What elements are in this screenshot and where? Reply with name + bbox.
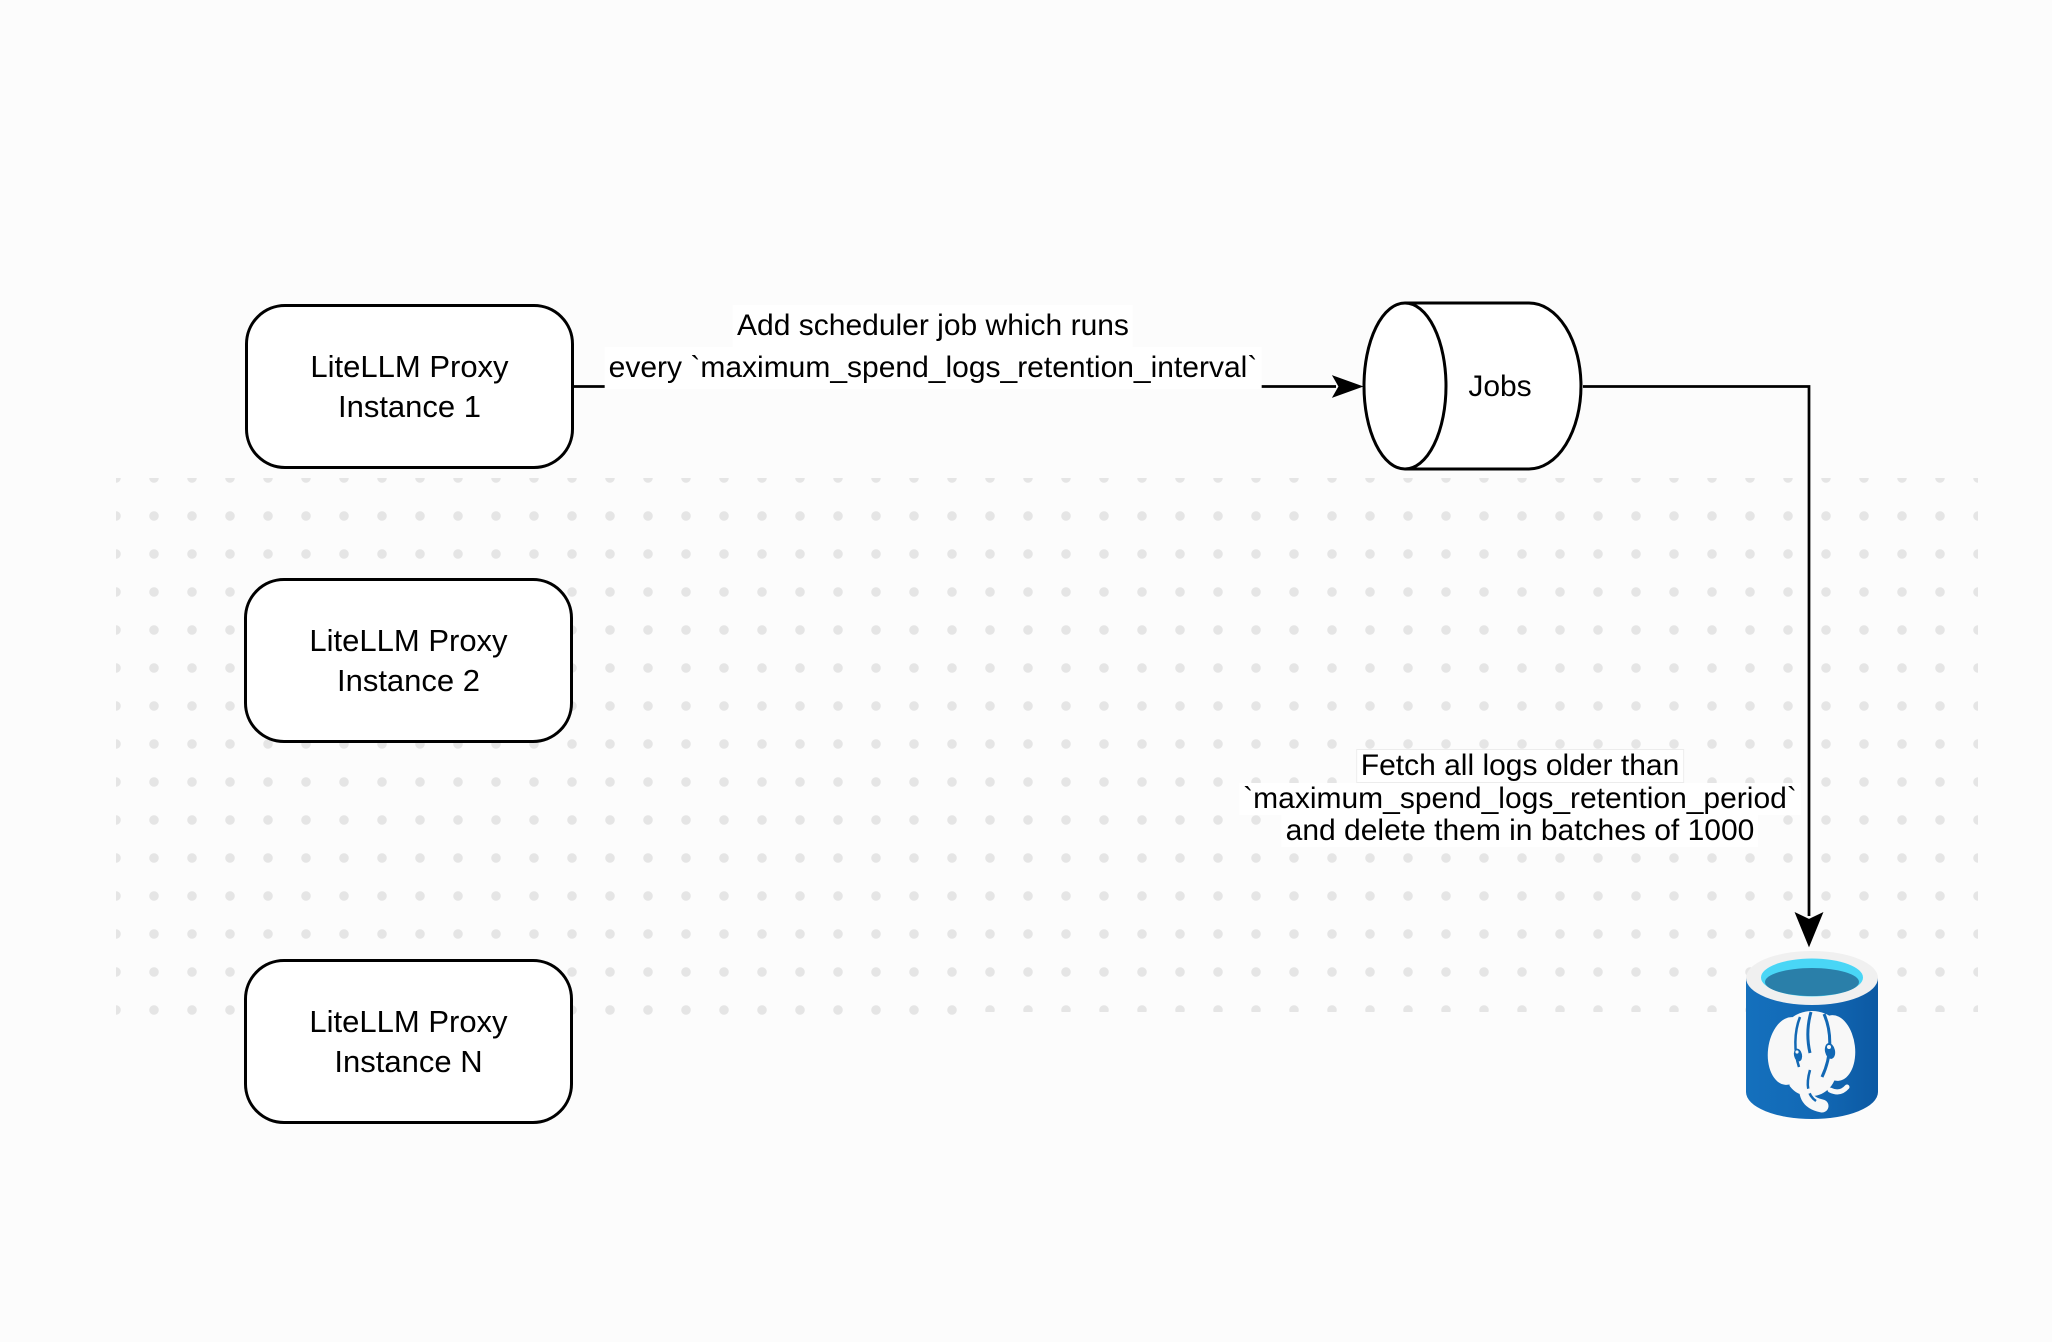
edge-label-fetch: Fetch all logs older than `maximum_spend… [1239, 749, 1801, 847]
node-label-line: LiteLLM Proxy [310, 348, 509, 384]
edge-label-line: `maximum_spend_logs_retention_period` [1239, 783, 1801, 815]
postgres-elephant-icon [1767, 1011, 1856, 1113]
node-label-line: LiteLLM Proxy [309, 1003, 508, 1039]
node-proxy-instance-n: LiteLLM Proxy Instance N [244, 959, 573, 1124]
edge-label-scheduler: Add scheduler job which runs every `maxi… [604, 305, 1262, 389]
node-label-line: LiteLLM Proxy [309, 622, 508, 658]
node-label-line: Instance N [334, 1043, 483, 1079]
edge-label-line: every `maximum_spend_logs_retention_inte… [604, 347, 1262, 389]
node-jobs-label: Jobs [1468, 370, 1532, 403]
node-jobs-cylinder [1362, 301, 1583, 471]
edge-label-line: Add scheduler job which runs [733, 305, 1133, 347]
node-label-line: Instance 2 [336, 662, 481, 698]
node-proxy-instance-1: LiteLLM Proxy Instance 1 [245, 304, 574, 469]
edge-label-line: and delete them in batches of 1000 [1281, 815, 1759, 847]
node-label-line: Instance 1 [337, 388, 482, 424]
arrowhead-right-icon [1331, 375, 1364, 398]
node-proxy-instance-2: LiteLLM Proxy Instance 2 [244, 578, 573, 743]
edge-label-line: Fetch all logs older than [1355, 749, 1685, 783]
postgresql-database-icon [1746, 951, 1878, 1119]
